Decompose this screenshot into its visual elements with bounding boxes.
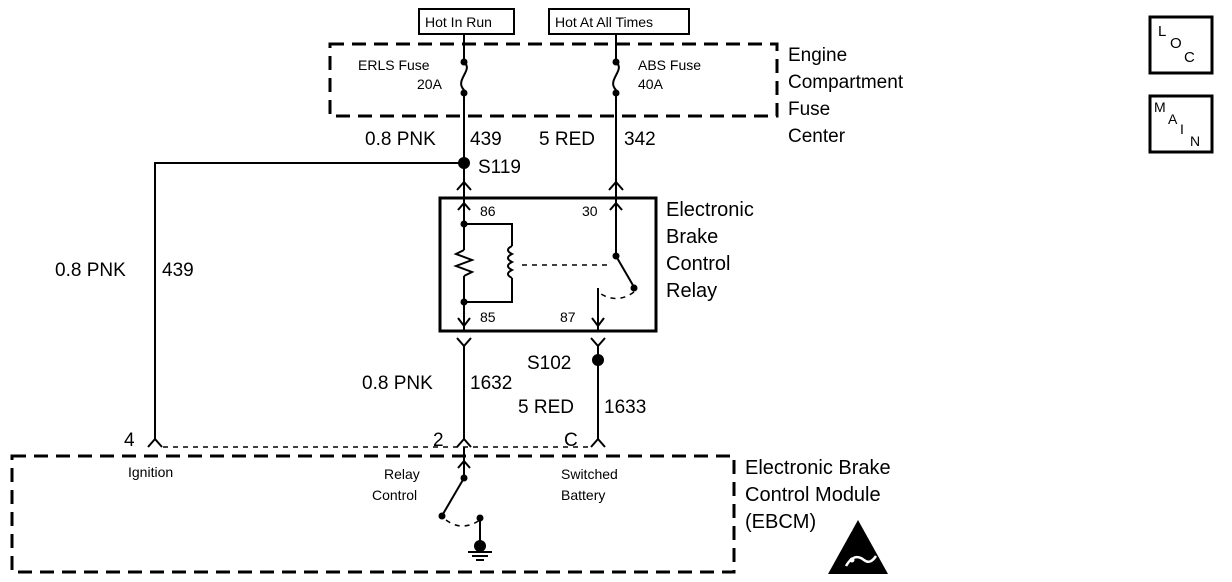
module-ignition-label: Ignition bbox=[128, 464, 173, 480]
relay-pin-87: 87 bbox=[560, 309, 576, 325]
hot-at-all-times-label: Hot At All Times bbox=[548, 8, 690, 35]
svg-text:L: L bbox=[1158, 23, 1166, 40]
erls-fuse-icon bbox=[460, 58, 468, 97]
erls-fuse-rating: 20A bbox=[417, 76, 443, 92]
wire-1633-circuit: 1633 bbox=[604, 397, 646, 418]
svg-text:A: A bbox=[1168, 111, 1178, 127]
relay-label-4: Relay bbox=[666, 280, 717, 302]
abs-fuse-name: ABS Fuse bbox=[638, 57, 701, 73]
relay-coil-icon bbox=[453, 223, 515, 303]
module-label-3: (EBCM) bbox=[745, 511, 816, 533]
relay-switch-icon bbox=[597, 252, 638, 300]
svg-text:C: C bbox=[1184, 49, 1195, 66]
svg-text:Hot At All Times: Hot At All Times bbox=[555, 14, 653, 30]
relay-label-1: Electronic bbox=[666, 199, 754, 221]
module-pin-4: 4 bbox=[124, 430, 135, 451]
module-pin-2: 2 bbox=[433, 430, 444, 451]
abs-fuse-icon bbox=[612, 58, 620, 97]
svg-text:Hot In Run: Hot In Run bbox=[425, 14, 492, 30]
module-switched-battery-2: Battery bbox=[561, 487, 605, 503]
fuse-center-label-2: Compartment bbox=[788, 72, 904, 93]
loc-button[interactable]: L O C bbox=[1148, 15, 1214, 75]
wire-439-top-color: 0.8 PNK bbox=[365, 129, 436, 150]
main-button[interactable]: M A I N bbox=[1148, 94, 1214, 154]
svg-text:M: M bbox=[1154, 99, 1166, 115]
module-pin-c: C bbox=[564, 430, 578, 451]
wire-342-color: 5 RED bbox=[539, 129, 595, 150]
relay-pin-30: 30 bbox=[582, 203, 598, 219]
splice-s119-label: S119 bbox=[478, 157, 521, 178]
wire-1632-circuit: 1632 bbox=[470, 373, 512, 394]
esd-warning-icon bbox=[828, 520, 888, 574]
splice-s102-label: S102 bbox=[527, 353, 571, 374]
fuse-center-label-4: Center bbox=[788, 126, 846, 147]
wire-439-top-circuit: 439 bbox=[470, 129, 502, 150]
erls-fuse-name: ERLS Fuse bbox=[358, 57, 430, 73]
module-relay-control-1: Relay bbox=[384, 466, 420, 482]
relay-label-3: Control bbox=[666, 253, 730, 275]
splice-s102 bbox=[592, 354, 604, 366]
relay-pin-86: 86 bbox=[480, 203, 496, 219]
wire-342-circuit: 342 bbox=[624, 129, 656, 150]
svg-text:O: O bbox=[1170, 35, 1182, 52]
relay-pin-85: 85 bbox=[480, 309, 496, 325]
module-switched-battery-1: Switched bbox=[561, 466, 618, 482]
ebcm-box bbox=[10, 454, 736, 574]
wire-439-left-circuit: 439 bbox=[162, 260, 194, 281]
hot-in-run-label: Hot In Run bbox=[418, 8, 515, 35]
svg-text:I: I bbox=[1180, 121, 1184, 137]
abs-fuse-rating: 40A bbox=[638, 76, 664, 92]
module-label-2: Control Module bbox=[745, 484, 881, 506]
fuse-center-label-1: Engine bbox=[788, 45, 847, 66]
wire-1632-color: 0.8 PNK bbox=[362, 373, 433, 394]
fuse-center-box bbox=[328, 42, 779, 118]
relay-label-2: Brake bbox=[666, 226, 718, 248]
module-relay-control-2: Control bbox=[372, 487, 417, 503]
fuse-center-label-3: Fuse bbox=[788, 99, 830, 120]
svg-text:N: N bbox=[1190, 133, 1200, 149]
module-label-1: Electronic Brake bbox=[745, 457, 891, 479]
relay-box bbox=[438, 196, 658, 333]
ground-icon bbox=[468, 540, 492, 561]
wire-439-left-color: 0.8 PNK bbox=[55, 260, 126, 281]
wire-1633-color: 5 RED bbox=[518, 397, 574, 418]
